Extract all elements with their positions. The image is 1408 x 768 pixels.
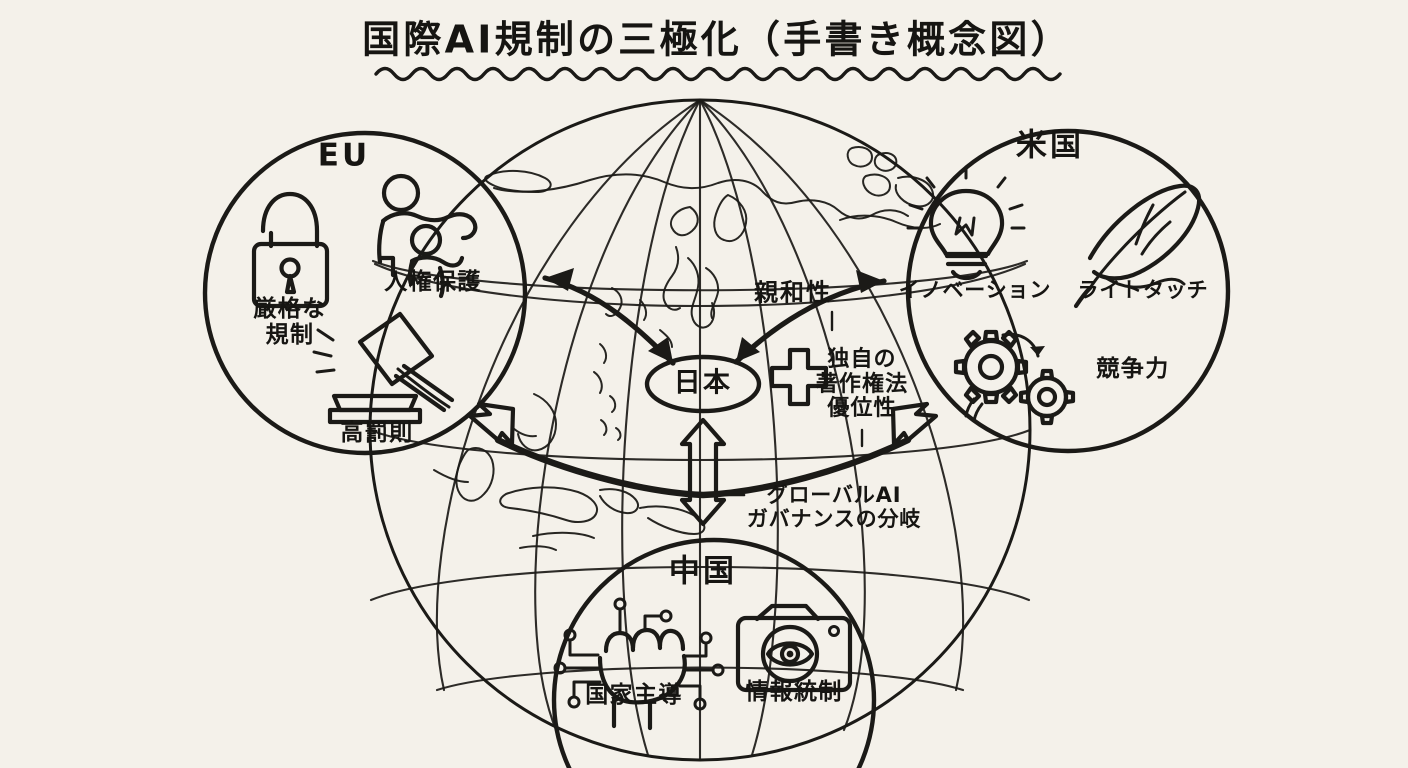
center-advantage-note: 独自の 著作権法 優位性 <box>815 347 909 422</box>
circuit-fist-icon <box>553 597 725 731</box>
pole-item-label-us-competitiveness: 競争力 <box>1096 355 1170 382</box>
lightbulb-icon <box>906 165 1026 281</box>
gavel-icon <box>312 311 455 425</box>
pole-label-us: 米国 <box>1015 127 1085 164</box>
japan-node <box>644 354 762 414</box>
pole-circle-us <box>905 128 1231 454</box>
center-node-label: 日本 <box>673 367 733 399</box>
pole-label-china: 中国 <box>668 553 738 590</box>
globe-wireframe <box>368 98 1032 762</box>
arrow-japan-china <box>679 417 727 527</box>
pole-item-label-us-innovation: イノベーション <box>898 278 1052 303</box>
plus-symbol-icon <box>769 347 829 407</box>
title-wavy-underline <box>374 66 1062 82</box>
arrow-japan-eu <box>542 268 676 366</box>
pole-item-label-eu-human-rights: 人権保護 <box>384 268 482 295</box>
page-title: 国際AI規制の三極化（手書き概念図） <box>362 17 1072 62</box>
pole-circle-eu <box>202 130 528 456</box>
pole-item-label-eu-high-penalties: 高罰則 <box>340 419 414 446</box>
padlock-icon <box>251 191 330 309</box>
pole-circle-china <box>551 537 877 768</box>
pole-label-eu: EU <box>317 137 371 174</box>
arrow-divergence-fork <box>467 310 939 499</box>
connection-label-divergence: グローバルAI ガバナンスの分岐 <box>746 483 922 531</box>
arrow-japan-us <box>733 270 887 365</box>
gears-icon <box>953 329 1076 426</box>
pole-item-label-china-state-led: 国家主導 <box>585 681 683 708</box>
pole-item-label-us-light-touch: ライトタッチ <box>1077 278 1209 303</box>
pole-item-label-china-info-control: 情報統制 <box>745 678 843 705</box>
connection-label-japan-us: 親和性 <box>754 278 832 307</box>
human-rights-icon <box>377 173 478 299</box>
feather-icon <box>1073 183 1202 309</box>
pole-item-label-eu-strict-regulation: 厳格な 規制 <box>253 295 327 348</box>
camera-eye-icon <box>735 603 853 693</box>
